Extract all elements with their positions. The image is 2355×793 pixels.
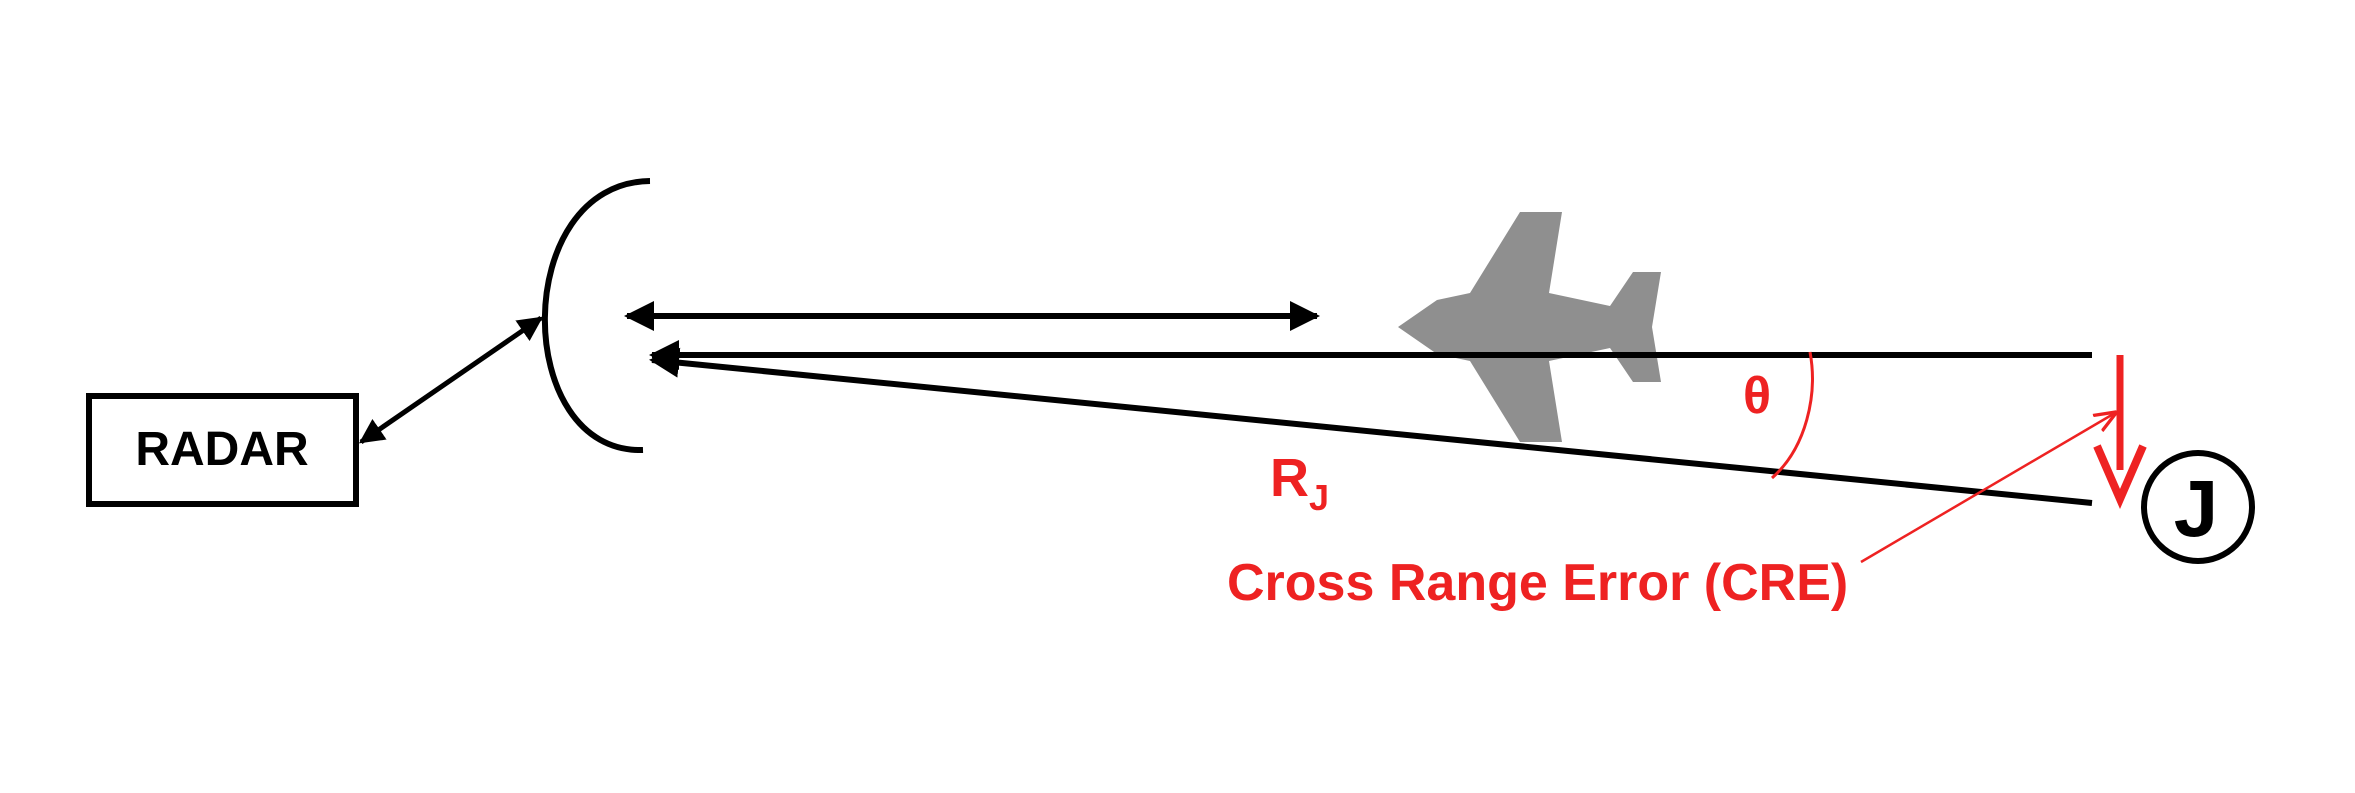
- angle-label: θ: [1743, 367, 1771, 425]
- range-subscript: J: [1309, 477, 1329, 518]
- jammer-label: J: [2174, 464, 2219, 553]
- antenna-dish: [541, 178, 651, 454]
- cre-pointer-arrow: [1860, 413, 2115, 564]
- jammer-line-of-sight: [649, 347, 2093, 506]
- angle-arc: [1771, 351, 1814, 480]
- aircraft-icon: [1398, 212, 1661, 442]
- cross-range-arrow: [2093, 355, 2147, 510]
- jammer-icon: J: [2141, 450, 2255, 564]
- cross-range-error-label: Cross Range Error (CRE): [1227, 554, 1848, 612]
- radar-antenna-link: [358, 315, 544, 445]
- range-label: RJ: [1270, 448, 1329, 518]
- radar-label: RADAR: [135, 423, 308, 476]
- radar-box: RADAR: [86, 393, 359, 507]
